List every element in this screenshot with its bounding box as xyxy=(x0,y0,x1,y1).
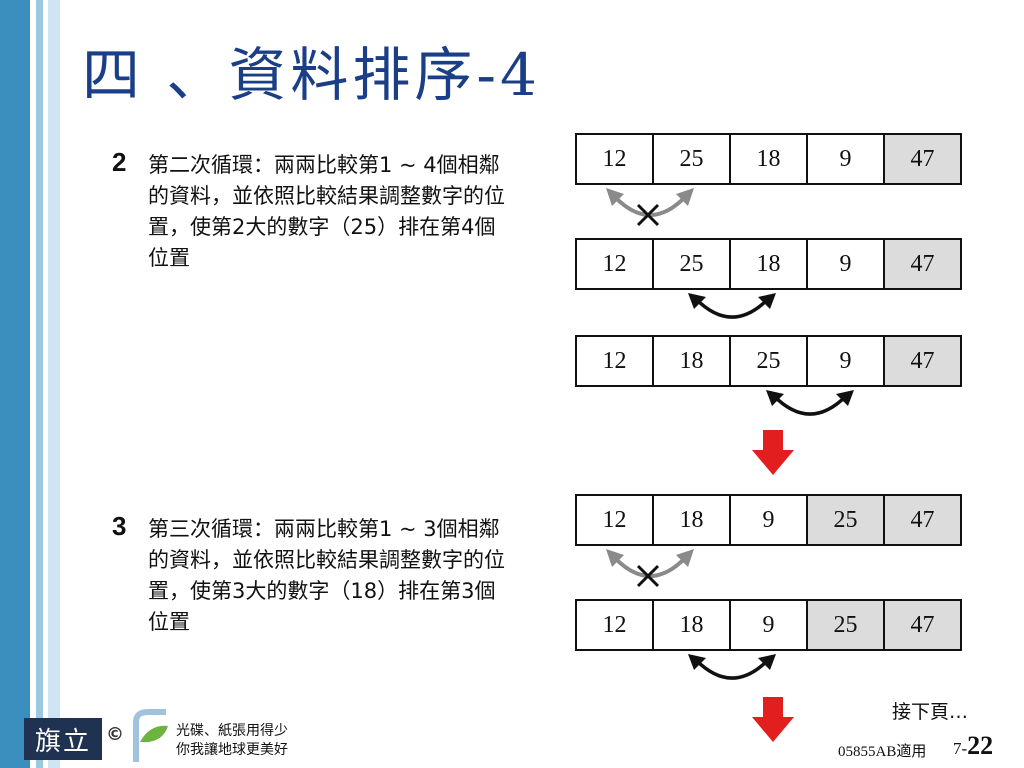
slide-title: 四 、資料排序-4 xyxy=(82,41,541,109)
array-cell: 47 xyxy=(885,337,960,385)
array-cell: 12 xyxy=(577,337,654,385)
array-cell: 47 xyxy=(885,135,960,183)
no-swap-arrow-icon xyxy=(606,549,694,588)
array-cell: 12 xyxy=(577,135,654,183)
array-cell: 9 xyxy=(808,135,885,183)
stripe-gap xyxy=(30,0,36,768)
accent-stripe xyxy=(0,0,30,768)
swap-arrow-icon xyxy=(688,654,776,680)
array-cell: 18 xyxy=(731,240,808,288)
swap-arrow-icon xyxy=(766,390,854,416)
array-cell: 47 xyxy=(885,496,960,544)
array-cell: 47 xyxy=(885,601,960,649)
step-description: 第二次循環：兩兩比較第1 ~ 4個相鄰的資料，並依照比較結果調整數字的位置，使第… xyxy=(148,153,505,270)
stripe-gap xyxy=(43,0,48,768)
down-arrow-icon xyxy=(752,697,794,742)
array-cell: 9 xyxy=(808,337,885,385)
page-num: 22 xyxy=(967,731,994,760)
step-number: 2 xyxy=(112,147,127,177)
page-number: 7-22 xyxy=(953,731,993,761)
slogan-line: 你我讓地球更美好 xyxy=(176,742,288,758)
publisher-logo: 旗立 xyxy=(24,718,102,760)
array-cell: 18 xyxy=(654,496,731,544)
eco-leaf-icon xyxy=(133,709,168,762)
array-cell: 9 xyxy=(808,240,885,288)
eco-slogan: 光碟、紙張用得少 你我讓地球更美好 xyxy=(176,722,288,760)
slogan-line: 光碟、紙張用得少 xyxy=(176,723,288,739)
next-page-label: 接下頁… xyxy=(892,701,969,723)
array-row: 12 18 25 9 47 xyxy=(575,335,962,387)
array-row: 12 18 9 25 47 xyxy=(575,494,962,546)
book-code: 05855AB適用 xyxy=(838,744,927,760)
array-cell: 25 xyxy=(654,135,731,183)
no-swap-arrow-icon xyxy=(606,188,694,227)
page-prefix: 7- xyxy=(953,739,968,758)
array-cell: 25 xyxy=(731,337,808,385)
array-cell: 25 xyxy=(808,601,885,649)
array-cell: 18 xyxy=(654,601,731,649)
array-cell: 9 xyxy=(731,601,808,649)
array-cell: 18 xyxy=(654,337,731,385)
step-number: 3 xyxy=(112,511,127,541)
array-row: 12 25 18 9 47 xyxy=(575,133,962,185)
array-cell: 9 xyxy=(731,496,808,544)
down-arrow-icon xyxy=(752,430,794,475)
array-cell: 12 xyxy=(577,601,654,649)
array-cell: 47 xyxy=(885,240,960,288)
accent-stripe-light xyxy=(36,0,43,768)
array-row: 12 25 18 9 47 xyxy=(575,238,962,290)
accent-stripe-pale xyxy=(48,0,60,768)
array-cell: 12 xyxy=(577,496,654,544)
array-row: 12 18 9 25 47 xyxy=(575,599,962,651)
array-cell: 25 xyxy=(808,496,885,544)
swap-arrow-icon xyxy=(688,293,776,319)
array-cell: 12 xyxy=(577,240,654,288)
copyright-symbol: © xyxy=(106,724,124,745)
array-cell: 25 xyxy=(654,240,731,288)
step-description: 第三次循環：兩兩比較第1 ~ 3個相鄰的資料，並依照比較結果調整數字的位置，使第… xyxy=(148,517,505,634)
array-cell: 18 xyxy=(731,135,808,183)
